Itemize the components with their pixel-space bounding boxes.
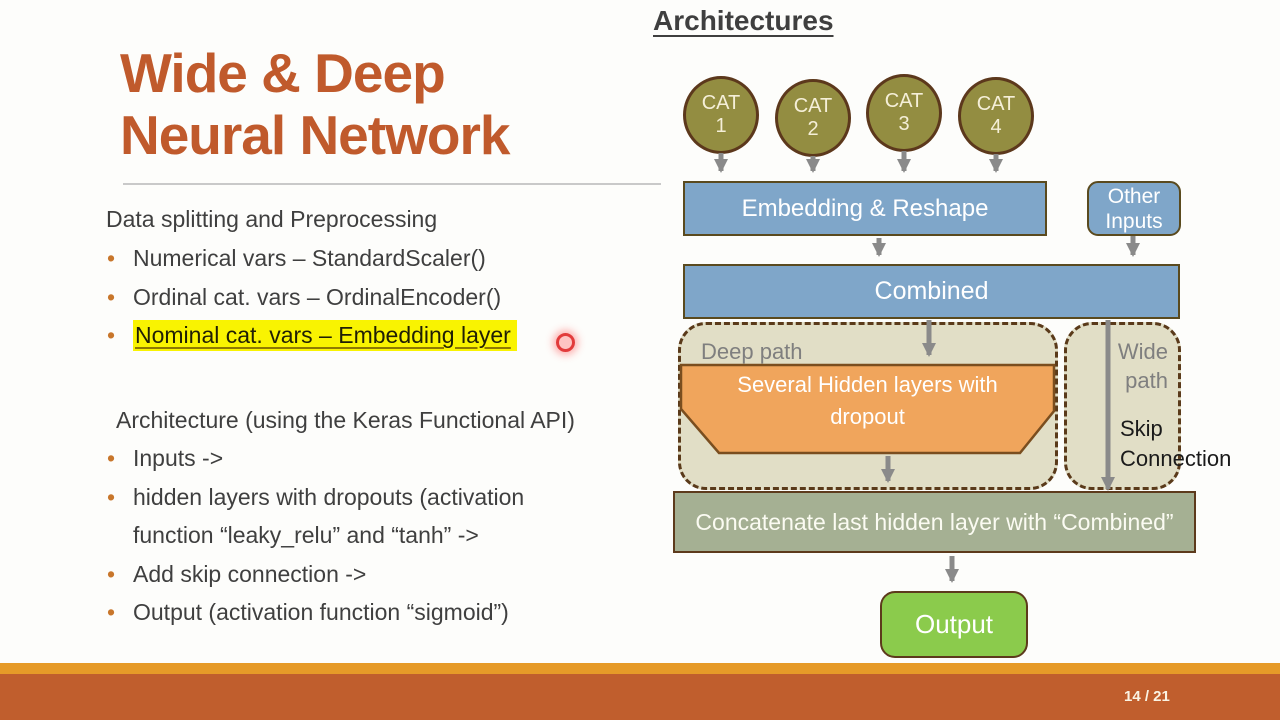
title-divider: [123, 183, 661, 185]
cat-2-label: CAT: [793, 95, 833, 117]
footer-bar: [0, 674, 1280, 720]
other-inputs-line1: Other: [1107, 184, 1161, 208]
output-box: Output: [880, 591, 1028, 658]
cat-4-node: CAT 4: [958, 77, 1034, 155]
cat-4-number: 4: [990, 116, 1002, 138]
preprocessing-bullet-list: Numerical vars – StandardScaler() Ordina…: [103, 239, 603, 355]
laser-pointer-dot: [556, 333, 575, 352]
architecture-heading: Architecture (using the Keras Functional…: [116, 407, 575, 433]
deep-path-label: Deep path: [701, 339, 803, 364]
bullet-output: Output (activation function “sigmoid”): [103, 593, 603, 632]
cat-1-node: CAT 1: [683, 76, 759, 154]
bullet-ordinal-vars: Ordinal cat. vars – OrdinalEncoder(): [103, 278, 603, 317]
diagram-heading: Architectures: [653, 5, 834, 36]
slide-title: Wide & Deep Neural Network: [120, 42, 510, 166]
slide-title-line2: Neural Network: [120, 104, 510, 166]
cat-2-node: CAT 2: [775, 79, 851, 157]
embedding-reshape-box: Embedding & Reshape: [683, 181, 1047, 236]
cat-3-label: CAT: [884, 90, 924, 112]
skip-connection-label: Skip Connection: [1120, 414, 1231, 474]
cat-1-number: 1: [715, 115, 727, 137]
hidden-layers-label: Several Hidden layers with dropout: [681, 369, 1054, 433]
hidden-layers-line1: Several Hidden layers with: [737, 372, 998, 397]
skip-label-line2: Connection: [1120, 446, 1232, 471]
architecture-bullet-list: Inputs -> hidden layers with dropouts (a…: [103, 439, 603, 632]
wide-path-label-line2: path: [1125, 368, 1168, 393]
bullet-nominal-vars: Nominal cat. vars – Embedding layer: [103, 316, 603, 355]
hidden-layers-line2: dropout: [830, 404, 905, 429]
other-inputs-line2: Inputs: [1105, 209, 1163, 233]
bullet-skip-connection: Add skip connection ->: [103, 555, 603, 594]
bullet-numerical-vars: Numerical vars – StandardScaler(): [103, 239, 603, 278]
cat-1-label: CAT: [701, 92, 741, 114]
skip-label-line1: Skip: [1120, 416, 1163, 441]
bullet-inputs: Inputs ->: [103, 439, 603, 478]
highlighted-text: Nominal cat. vars – Embedding layer: [133, 320, 517, 351]
wide-path-panel: Wide path: [1064, 322, 1181, 490]
cat-3-number: 3: [898, 113, 910, 135]
cat-2-number: 2: [807, 118, 819, 140]
wide-path-label-line1: Wide: [1117, 339, 1168, 364]
cat-3-node: CAT 3: [866, 74, 942, 152]
slide-title-line1: Wide & Deep: [120, 42, 446, 104]
other-inputs-box: Other Inputs: [1087, 181, 1181, 236]
slide-page-number: 14 / 21: [1124, 688, 1170, 705]
cat-4-label: CAT: [976, 93, 1016, 115]
concatenate-box: Concatenate last hidden layer with “Comb…: [673, 491, 1196, 553]
bullet-hidden-layers: hidden layers with dropouts (activation …: [103, 478, 603, 555]
preprocessing-heading: Data splitting and Preprocessing: [106, 206, 438, 232]
combined-box: Combined: [683, 264, 1180, 319]
footer-accent-stripe: [0, 663, 1280, 674]
